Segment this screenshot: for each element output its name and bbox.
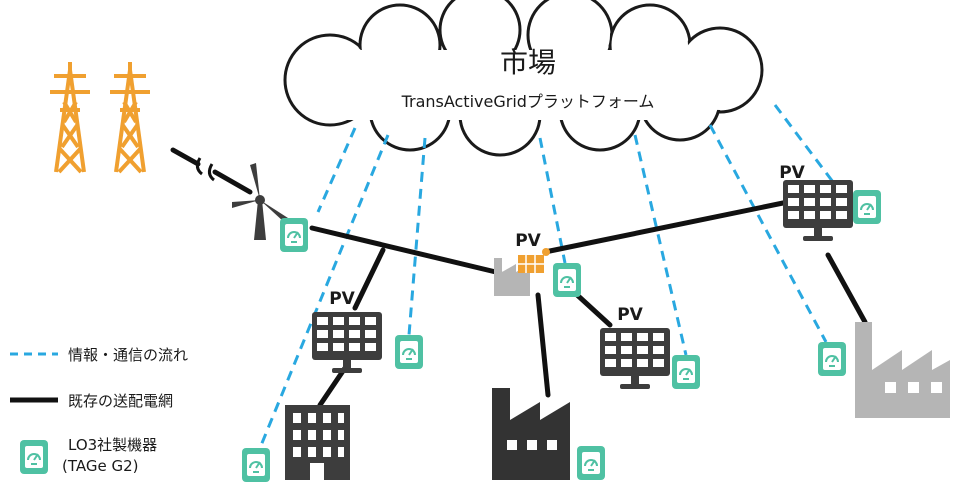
market-title: 市場	[500, 46, 556, 79]
info-flow-lines	[258, 104, 835, 449]
pv-panel-icon	[600, 328, 670, 389]
legend-info-flow-label: 情報・通信の流れ	[68, 346, 189, 364]
legend-grid-label: 既存の送配電網	[68, 392, 174, 410]
pv-label: PV	[329, 289, 355, 309]
pv-label: PV	[515, 231, 541, 251]
market-cloud	[283, 0, 764, 157]
device-icon	[552, 262, 582, 298]
pv-label: PV	[617, 305, 643, 325]
transmission-tower-icon	[48, 60, 92, 174]
legend-device-label: LO3社製機器	[68, 436, 158, 454]
platform-name: TransActiveGridプラットフォーム	[401, 92, 655, 111]
line-break-symbol	[195, 157, 215, 182]
factory-icon	[494, 258, 530, 296]
device-icon	[671, 354, 701, 390]
device-icon	[279, 217, 309, 253]
pv-label: PV	[779, 163, 805, 183]
device-icon	[852, 189, 882, 225]
grid-lines	[170, 147, 868, 408]
transmission-tower-icon	[108, 60, 152, 174]
device-icon	[817, 341, 847, 377]
wind-turbine-icon	[232, 163, 288, 240]
building-icon	[285, 405, 350, 480]
device-icon	[576, 445, 606, 481]
device-icon	[241, 447, 271, 483]
factory-icon	[855, 322, 950, 418]
legend-device-icon	[19, 439, 49, 475]
pv-panel-icon	[783, 180, 853, 241]
legend-device-sublabel: (TAGe G2)	[62, 457, 139, 475]
pv-panel-icon	[312, 312, 382, 373]
device-icon	[394, 334, 424, 370]
factory-icon	[492, 388, 570, 480]
small-pv-panel-icon	[518, 248, 550, 273]
